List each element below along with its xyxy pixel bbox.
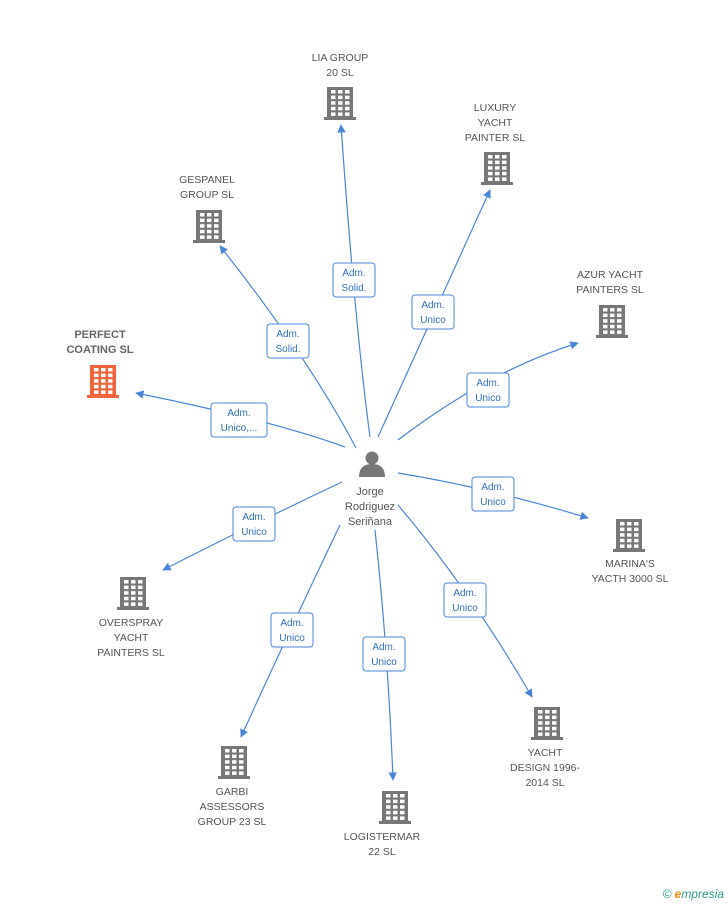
company-nodes-layer: LIA GROUP 20 SL LUXURY YACHT PAINTER SL GESPA…: [66, 52, 668, 858]
company-node-logistermar[interactable]: LOGISTERMAR 22 SL: [344, 791, 421, 858]
company-name-line: GARBI: [216, 786, 249, 798]
company-name-line: GROUP SL: [180, 189, 234, 201]
relation-text: Adm.: [280, 618, 303, 629]
company-name-line: PAINTERS SL: [576, 284, 644, 296]
relation-text: Adm.: [342, 268, 365, 279]
relation-text: Unico: [475, 393, 501, 404]
company-name-line: PAINTER SL: [465, 132, 526, 144]
building-icon: [481, 152, 513, 185]
company-name-line: LOGISTERMAR: [344, 831, 421, 843]
building-icon: [531, 707, 563, 740]
company-node-perfect-coating[interactable]: PERFECT COATING SL: [66, 329, 134, 398]
company-name-line: 22 SL: [368, 846, 396, 858]
company-name-line: MARINA'S: [605, 558, 655, 570]
relation-text: Adm.: [481, 482, 504, 493]
company-name-line: PAINTERS SL: [97, 647, 165, 659]
person-name-line-3: Seriñana: [348, 516, 393, 528]
relation-text: Adm.: [227, 408, 250, 419]
relation-text: Unico,...: [221, 423, 258, 434]
relation-label-garbi[interactable]: Adm. Unico: [270, 612, 314, 648]
brand-footer[interactable]: ©empresia: [663, 887, 724, 901]
relation-text: Unico: [420, 315, 446, 326]
building-icon: [324, 87, 356, 120]
company-node-yacht-design[interactable]: YACHT DESIGN 1996- 2014 SL: [510, 707, 581, 789]
company-name-line: COATING SL: [66, 344, 133, 356]
company-node-luxury-yacht[interactable]: LUXURY YACHT PAINTER SL: [465, 102, 526, 185]
company-name-line: ASSESSORS: [200, 801, 265, 813]
relation-text: Adm.: [242, 512, 265, 523]
relation-label-marinas-yacth[interactable]: Adm. Unico: [471, 476, 515, 512]
relation-label-perfect-coating[interactable]: Adm. Unico,...: [210, 402, 268, 438]
brand-initial: e: [674, 887, 682, 901]
relation-text: Unico: [371, 657, 397, 668]
building-icon: [613, 519, 645, 552]
relation-label-yacht-design[interactable]: Adm. Unico: [443, 582, 487, 618]
building-icon: [596, 305, 628, 338]
company-node-garbi[interactable]: GARBI ASSESSORS GROUP 23 SL: [198, 746, 267, 828]
person-icon: [359, 451, 385, 477]
copyright-icon: ©: [662, 887, 672, 901]
company-node-lia-group[interactable]: LIA GROUP 20 SL: [312, 52, 369, 120]
relation-label-logistermar[interactable]: Adm. Unico: [362, 636, 406, 672]
company-name-line: GROUP 23 SL: [198, 816, 267, 828]
relation-label-lia-group[interactable]: Adm. Solid.: [332, 262, 376, 298]
company-node-gespanel[interactable]: GESPANEL GROUP SL: [179, 174, 235, 243]
company-name-line: LIA GROUP: [312, 52, 369, 64]
relation-label-gespanel[interactable]: Adm. Solid.: [266, 323, 310, 359]
relation-text: Unico: [452, 603, 478, 614]
company-name-line: YACHT: [114, 632, 149, 644]
company-name-line: YACHT: [478, 117, 513, 129]
relation-labels-layer: Adm.Solid.Adm.UnicoAdm.Solid.Adm.UnicoAd…: [210, 262, 515, 672]
center-person-node[interactable]: Jorge Rodriguez Seriñana: [345, 451, 395, 529]
company-name-line: AZUR YACHT: [577, 269, 644, 281]
company-name-line: LUXURY: [474, 102, 516, 114]
building-icon: [193, 210, 225, 243]
relation-text: Adm.: [476, 378, 499, 389]
relation-text: Unico: [279, 633, 305, 644]
company-name-line: PERFECT: [74, 329, 126, 341]
company-name-line: 20 SL: [326, 67, 354, 79]
company-name-line: DESIGN 1996-: [510, 762, 581, 774]
company-name-line: YACHT: [528, 747, 563, 759]
company-node-azur-yacht[interactable]: AZUR YACHT PAINTERS SL: [576, 269, 644, 338]
relation-text: Adm.: [421, 300, 444, 311]
relation-label-luxury-yacht[interactable]: Adm. Unico: [411, 294, 455, 330]
edge-lia-group: [337, 124, 371, 438]
company-name-line: YACTH 3000 SL: [592, 573, 669, 585]
company-name-line: GESPANEL: [179, 174, 235, 186]
company-node-marinas-yacth[interactable]: MARINA'S YACTH 3000 SL: [592, 519, 669, 585]
relation-text: Adm.: [453, 588, 476, 599]
building-icon: [117, 577, 149, 610]
building-icon: [218, 746, 250, 779]
person-name-line-1: Jorge: [356, 486, 384, 498]
relation-text: Solid.: [275, 344, 300, 355]
building-icon: [379, 791, 411, 824]
company-name-line: 2014 SL: [525, 777, 564, 789]
relation-text: Adm.: [276, 329, 299, 340]
relation-label-overspray[interactable]: Adm. Unico: [232, 506, 276, 542]
relation-text: Unico: [241, 527, 267, 538]
relation-text: Adm.: [372, 642, 395, 653]
company-name-line: OVERSPRAY: [99, 617, 164, 629]
relation-text: Unico: [480, 497, 506, 508]
relation-text: Solid.: [341, 283, 366, 294]
building-icon: [87, 365, 119, 398]
brand-name: mpresia: [681, 887, 724, 901]
company-node-overspray[interactable]: OVERSPRAY YACHT PAINTERS SL: [97, 577, 165, 659]
relation-label-azur-yacht[interactable]: Adm. Unico: [466, 372, 510, 408]
person-name-line-2: Rodriguez: [345, 501, 395, 513]
